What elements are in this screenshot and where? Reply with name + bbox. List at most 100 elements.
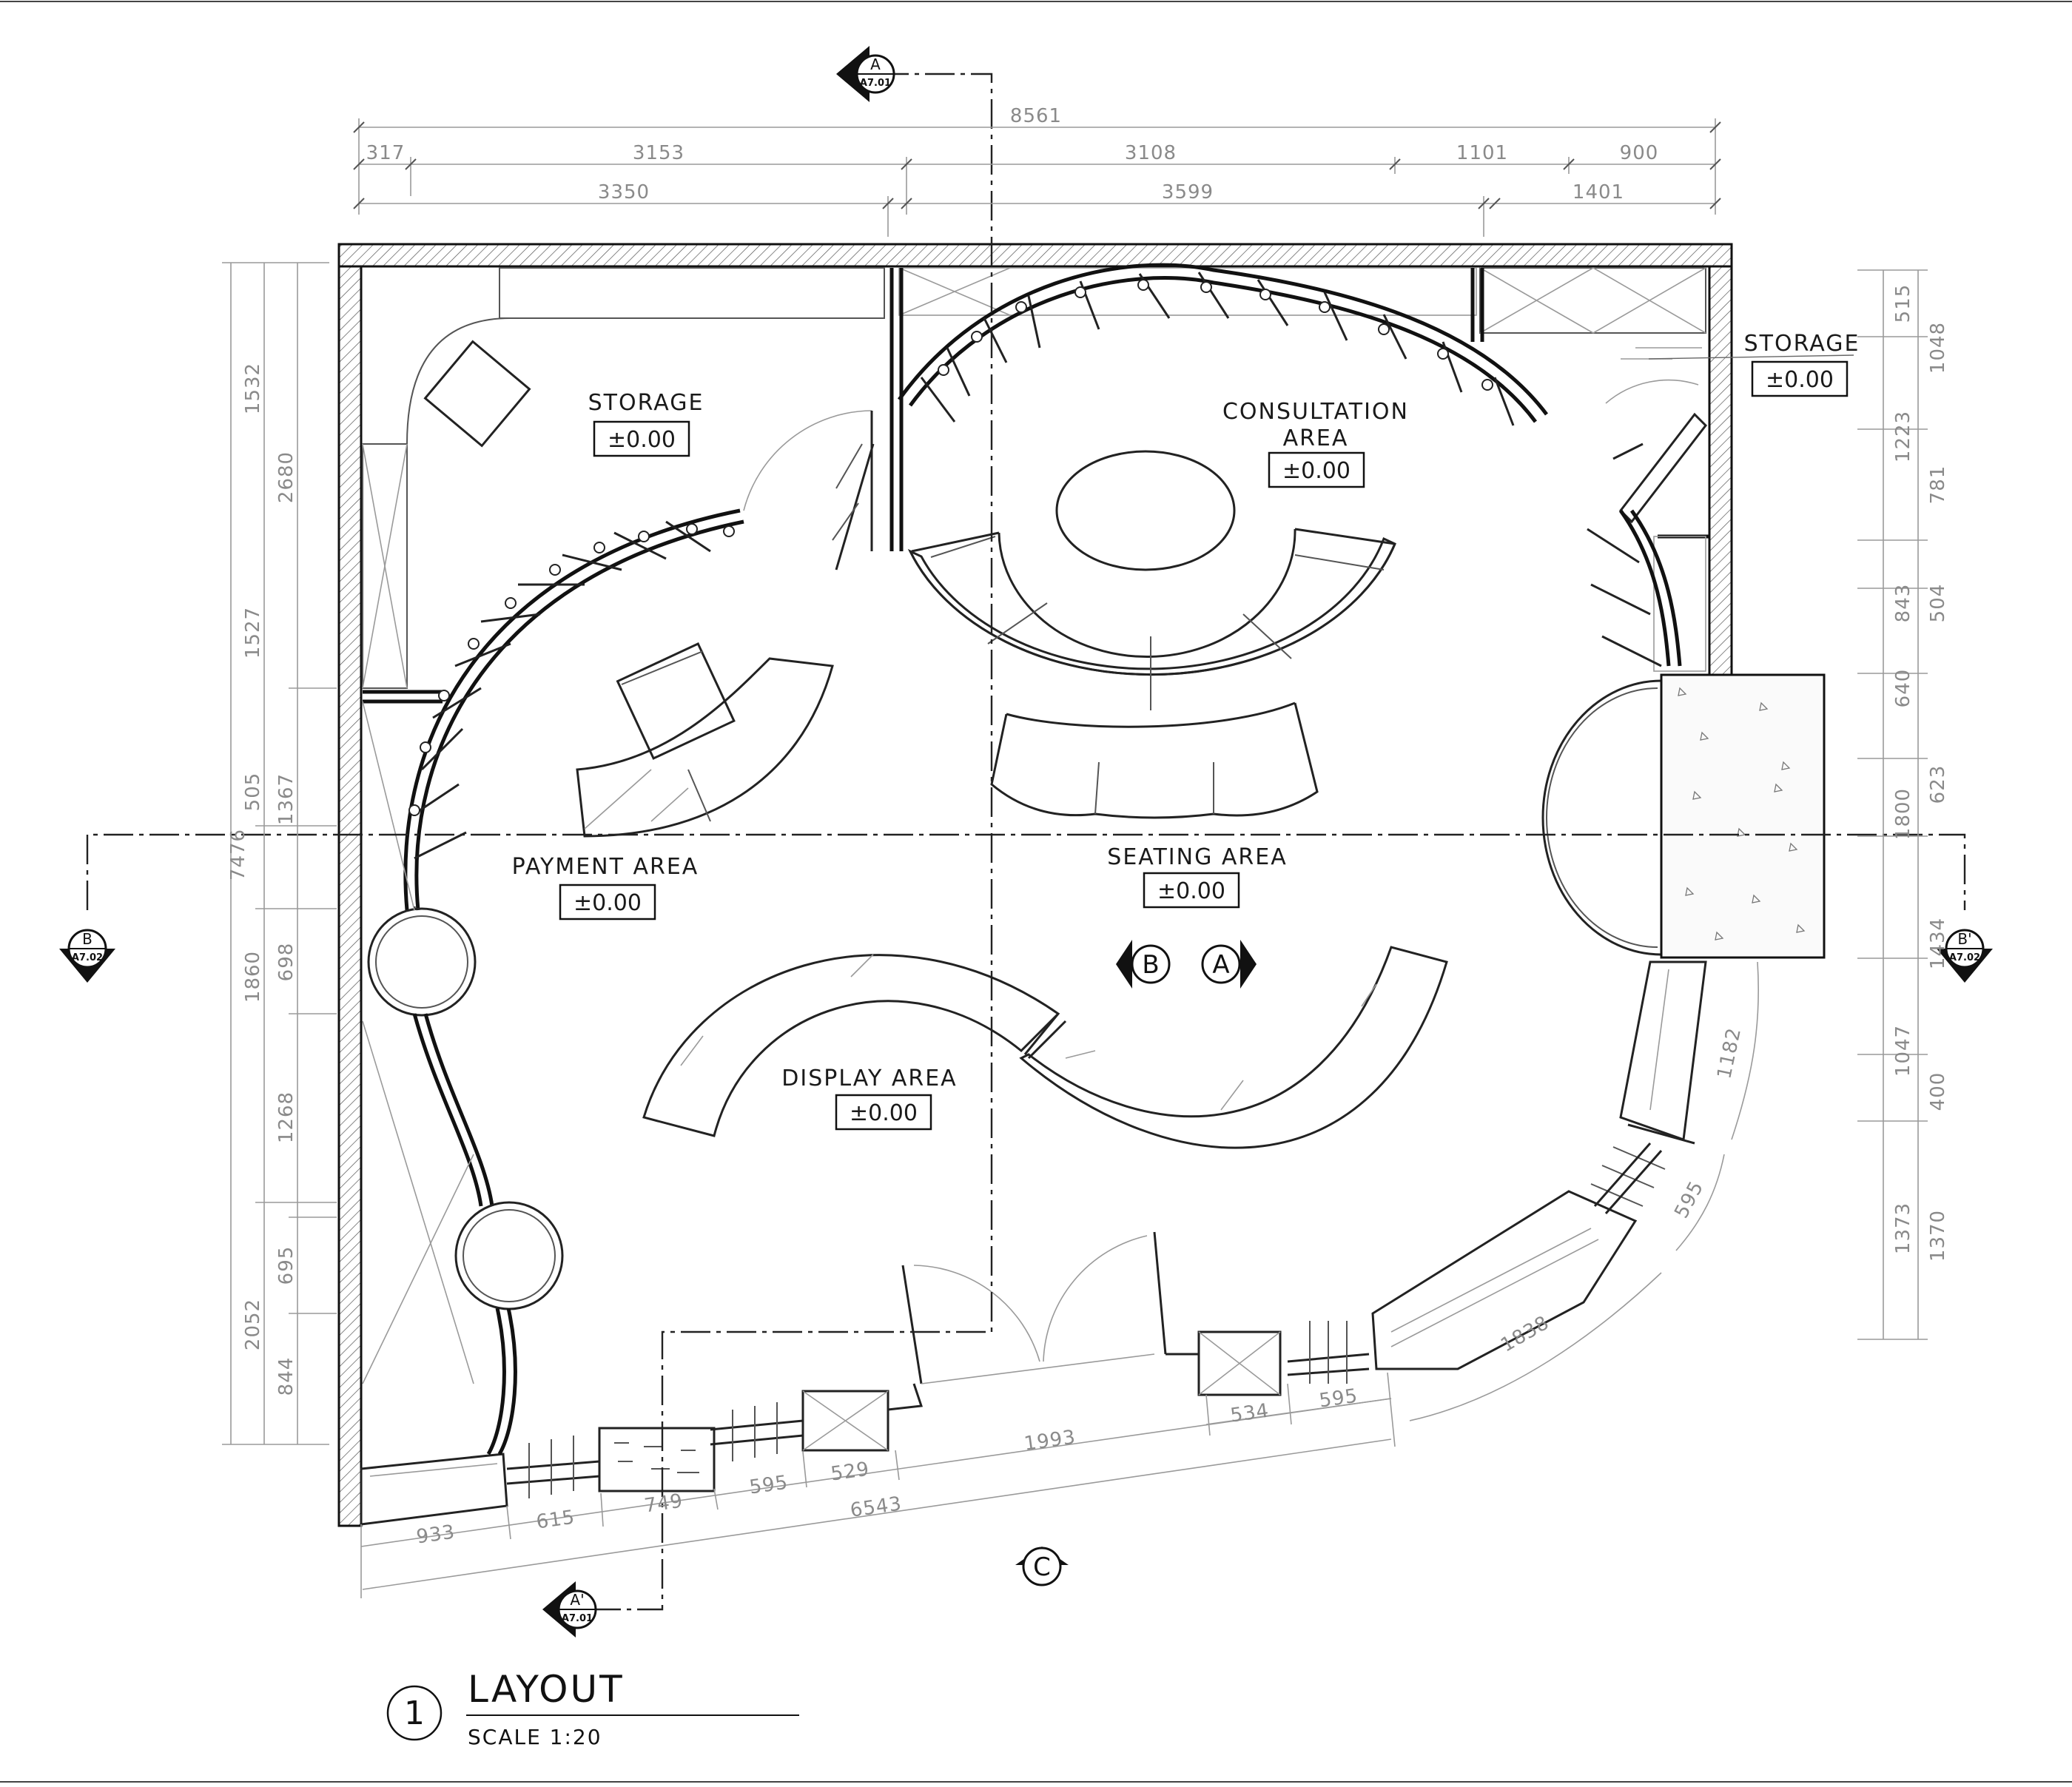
drawing-title: LAYOUT (468, 1668, 625, 1711)
drawing-scale: SCALE 1:20 (468, 1725, 602, 1749)
dim-bottom-4: 529 (830, 1458, 871, 1486)
dim-right-c1-0: 515 (1892, 284, 1914, 323)
dim-top-r1-2: 3108 (1125, 142, 1177, 164)
elevation-b-letter: B (1142, 950, 1159, 980)
consultation-curved-rack (897, 263, 1548, 426)
consultation-furniture (907, 450, 1396, 819)
dim-left-c1-3: 1860 (242, 951, 264, 1003)
left-curved-rack (362, 443, 875, 1455)
dim-right-c1-6: 1373 (1892, 1202, 1914, 1254)
dim-right-c2-2: 504 (1927, 584, 1949, 623)
dim-right-c1-3: 640 (1892, 669, 1914, 708)
dim-bottom-2: 749 (643, 1490, 684, 1518)
dim-left-c1-5: 2052 (242, 1299, 264, 1350)
dim-left-c1-1: 1527 (242, 607, 264, 659)
section-b-right-sheet: A7.02 (1949, 952, 1980, 963)
dim-curve-0: 1838 (1497, 1312, 1553, 1357)
dim-left-c1-4: 1268 (275, 1091, 297, 1143)
storage-left-name: STORAGE (588, 390, 704, 416)
dim-left-c1-2: 505 (242, 773, 264, 812)
section-a-bottom-sheet: A7.01 (562, 1613, 593, 1624)
dim-left-overall: 7476 (227, 829, 249, 881)
dim-top-r2-1: 3599 (1162, 181, 1214, 203)
section-marker-b-left: B A7.02 (59, 929, 115, 983)
dim-right-c1-5: 1047 (1892, 1025, 1914, 1077)
dim-bottom-5: 1993 (1023, 1426, 1077, 1455)
dim-right-c2-0: 1048 (1927, 322, 1949, 374)
front-left-facade (360, 1390, 889, 1526)
dim-left-c2-4: 844 (275, 1357, 297, 1396)
storage-right-name: STORAGE (1744, 331, 1860, 357)
seating-level: ±0.00 (1157, 878, 1225, 904)
section-marker-a-bottom: A' A7.01 (542, 1581, 597, 1638)
display-counters (642, 946, 1448, 1149)
elevation-marker-c: C (1015, 1547, 1069, 1586)
consultation-name-line1: CONSULTATION (1222, 399, 1409, 425)
payment-furniture (576, 642, 834, 838)
section-b-left-sheet: A7.02 (72, 952, 103, 963)
dim-right-c1-4: 1800 (1892, 788, 1914, 840)
curve-dimensions: 1838 595 1182 (1409, 961, 1759, 1421)
section-a-top-letter: A (870, 55, 881, 73)
label-storage-right: STORAGE ±0.00 (1648, 331, 1860, 397)
payment-name: PAYMENT AREA (512, 854, 699, 880)
top-cabinets (499, 267, 1706, 334)
left-storage-fixtures (362, 317, 873, 704)
section-a-bottom-letter: A' (570, 1591, 584, 1609)
dim-bottom-overall: 6543 (849, 1492, 904, 1521)
front-right-facade (1166, 960, 1707, 1396)
dim-top-r1-4: 900 (1620, 142, 1659, 164)
right-curved-rack (1587, 442, 1682, 667)
dim-top-r2-2: 1401 (1572, 181, 1624, 203)
elevation-marker-a: A (1201, 940, 1257, 989)
section-a-top-sheet: A7.01 (860, 78, 891, 89)
dim-left-c2-3: 695 (275, 1246, 297, 1285)
dim-curve-2: 1182 (1713, 1026, 1746, 1081)
dim-left-c2-1: 1367 (275, 773, 297, 825)
seating-name: SEATING AREA (1107, 844, 1287, 870)
display-name: DISPLAY AREA (781, 1066, 957, 1091)
dim-right-c2-3: 623 (1927, 765, 1949, 804)
entrance-doors (887, 1231, 1167, 1411)
partition-wall (889, 268, 1484, 551)
elevation-c-letter: C (1033, 1552, 1051, 1582)
dim-bottom-6: 534 (1229, 1400, 1271, 1427)
top-dimensions: 8561 317 3153 3108 1101 900 3350 3599 14… (353, 105, 1721, 237)
storage-right-level: ±0.00 (1766, 367, 1834, 393)
dim-left-c2-2: 698 (275, 943, 297, 982)
payment-level: ±0.00 (574, 890, 642, 916)
bottom-dimensions: 933 615 749 595 529 1993 534 595 6543 (360, 1372, 1396, 1598)
dim-left-c1-0: 1532 (242, 363, 264, 414)
right-storage-fixtures (1605, 347, 1709, 672)
dim-top-r1-1: 3153 (633, 142, 684, 164)
label-display: DISPLAY AREA ±0.00 (781, 1066, 957, 1131)
dim-right-c2-6: 1370 (1927, 1210, 1949, 1262)
dim-right-c2-1: 781 (1927, 465, 1949, 505)
right-dimensions: 515 1223 843 640 1800 1047 1373 1048 781… (1857, 269, 1949, 1340)
elevation-marker-b: B (1116, 940, 1171, 989)
drawing-number: 1 (404, 1695, 425, 1732)
storage-left-level: ±0.00 (608, 427, 676, 453)
dim-right-c1-2: 843 (1892, 584, 1914, 623)
display-level: ±0.00 (850, 1100, 918, 1126)
section-marker-b-right: B' A7.02 (1937, 929, 1993, 983)
dim-right-c1-1: 1223 (1892, 411, 1914, 462)
dim-bottom-7: 595 (1318, 1385, 1359, 1413)
consultation-name-line2: AREA (1283, 425, 1349, 451)
section-marker-a-top: A A7.01 (836, 46, 895, 102)
left-dimensions: 7476 1532 1527 505 1860 1268 2052 2680 1… (222, 262, 337, 1445)
label-storage-left: STORAGE ±0.00 (588, 390, 704, 457)
dim-bottom-0: 933 (415, 1521, 457, 1549)
dim-right-c2-5: 400 (1927, 1072, 1949, 1111)
dim-top-r1-0: 317 (366, 142, 406, 164)
exterior-walls (337, 243, 1733, 1527)
dim-top-r2-0: 3350 (598, 181, 650, 203)
dim-top-r1-3: 1101 (1456, 142, 1508, 164)
dim-left-c2-0: 2680 (275, 451, 297, 503)
label-payment: PAYMENT AREA ±0.00 (512, 854, 699, 921)
dim-bottom-1: 615 (535, 1507, 576, 1534)
dim-bottom-3: 595 (748, 1472, 790, 1499)
section-lines (86, 73, 1966, 1611)
elevation-a-letter: A (1212, 950, 1229, 980)
